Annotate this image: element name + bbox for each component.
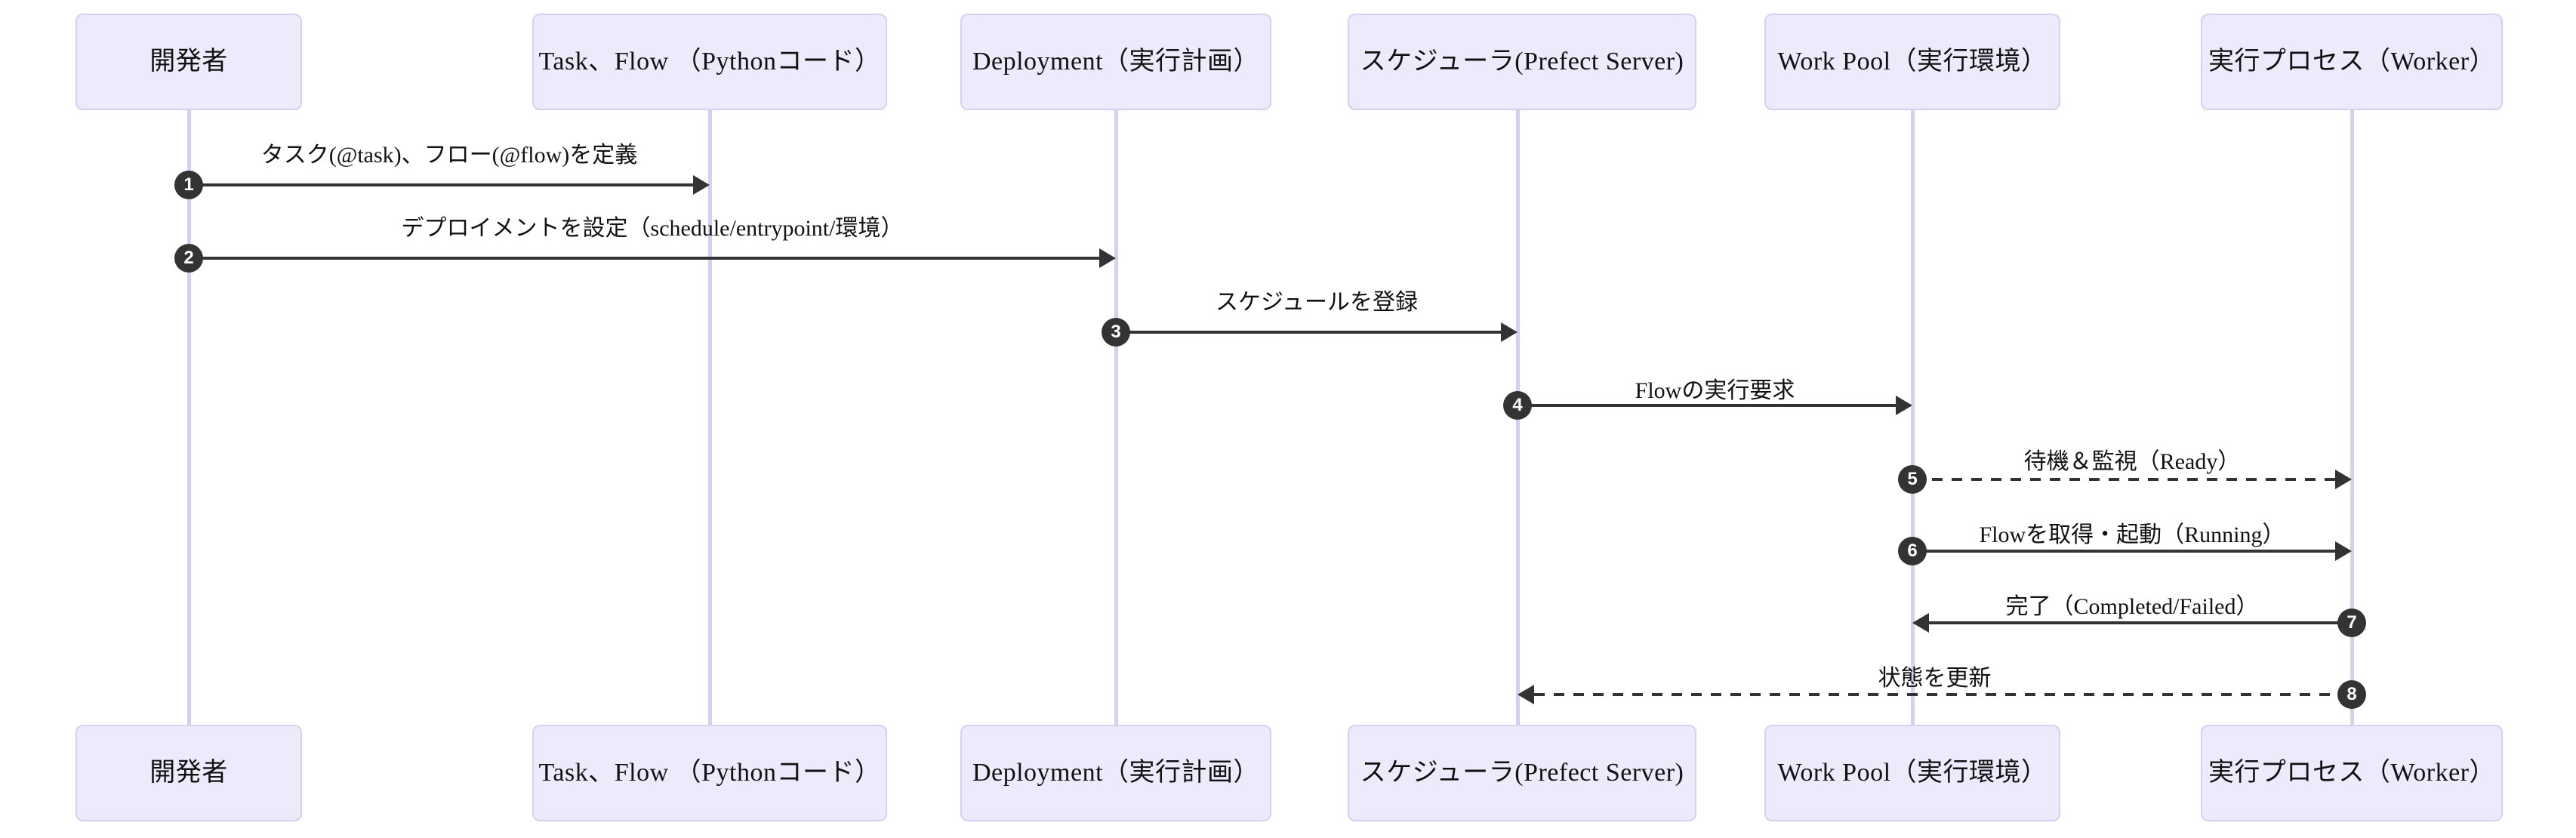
participant-label: Work Pool（実行環境） xyxy=(1777,47,2048,75)
participant-bottom-workpool[interactable]: Work Pool（実行環境） xyxy=(1764,725,2060,821)
participant-bottom-dev[interactable]: 開発者 xyxy=(75,725,302,821)
message-label-8: 状態を更新 xyxy=(1878,666,1992,691)
message-label-7: 完了（Completed/Failed） xyxy=(2005,594,2259,619)
participant-label: Deployment（実行計画） xyxy=(972,47,1260,75)
message-line-8 xyxy=(1534,693,2352,696)
message-label-4: Flowの実行要求 xyxy=(1635,378,1795,403)
message-arrowhead-5 xyxy=(2335,470,2352,489)
sequence-badge-4: 4 xyxy=(1503,391,1532,420)
participant-bottom-worker[interactable]: 実行プロセス（Worker） xyxy=(2201,725,2503,821)
message-arrowhead-4 xyxy=(1896,396,1912,415)
message-line-6 xyxy=(1912,550,2335,553)
participant-top-deployment[interactable]: Deployment（実行計画） xyxy=(960,14,1271,110)
message-line-2 xyxy=(189,257,1099,260)
message-line-5 xyxy=(1912,478,2335,481)
participant-label: Task、Flow （Pythonコード） xyxy=(538,758,881,787)
message-label-6: Flowを取得・起動（Running） xyxy=(1979,522,2285,547)
lifeline-dev xyxy=(187,110,191,725)
participant-label: スケジューラ(Prefect Server) xyxy=(1360,758,1684,787)
participant-bottom-scheduler[interactable]: スケジューラ(Prefect Server) xyxy=(1348,725,1696,821)
participant-label: 実行プロセス（Worker） xyxy=(2208,758,2496,787)
message-line-4 xyxy=(1518,404,1896,407)
participant-label: スケジューラ(Prefect Server) xyxy=(1360,47,1684,75)
message-arrowhead-8 xyxy=(1518,685,1534,704)
message-arrowhead-7 xyxy=(1912,613,1929,633)
participant-bottom-taskflow[interactable]: Task、Flow （Pythonコード） xyxy=(532,725,887,821)
lifeline-deployment xyxy=(1114,110,1118,725)
lifeline-worker xyxy=(2350,110,2354,725)
sequence-badge-6: 6 xyxy=(1898,537,1927,565)
participant-label: Work Pool（実行環境） xyxy=(1777,758,2048,787)
message-arrowhead-1 xyxy=(693,175,710,195)
lifeline-taskflow xyxy=(708,110,712,725)
participant-label: 開発者 xyxy=(149,47,228,75)
participant-label: Deployment（実行計画） xyxy=(972,758,1260,787)
sequence-badge-3: 3 xyxy=(1102,318,1130,347)
message-line-7 xyxy=(1929,621,2352,624)
sequence-badge-8: 8 xyxy=(2337,680,2366,709)
message-label-2: デプロイメントを設定（schedule/entrypoint/環境） xyxy=(401,216,904,241)
sequence-badge-5: 5 xyxy=(1898,465,1927,494)
message-label-1: タスク(@task)、フロー(@flow)を定義 xyxy=(260,143,638,168)
participant-top-dev[interactable]: 開発者 xyxy=(75,14,302,110)
participant-label: 実行プロセス（Worker） xyxy=(2208,47,2496,75)
participant-top-scheduler[interactable]: スケジューラ(Prefect Server) xyxy=(1348,14,1696,110)
message-arrowhead-6 xyxy=(2335,541,2352,561)
participant-bottom-deployment[interactable]: Deployment（実行計画） xyxy=(960,725,1271,821)
participant-label: 開発者 xyxy=(149,758,228,787)
message-arrowhead-2 xyxy=(1099,248,1116,268)
participant-top-workpool[interactable]: Work Pool（実行環境） xyxy=(1764,14,2060,110)
message-line-1 xyxy=(189,183,693,186)
participant-label: Task、Flow （Pythonコード） xyxy=(538,47,881,75)
sequence-badge-1: 1 xyxy=(174,171,203,199)
message-line-3 xyxy=(1116,331,1501,334)
message-label-3: スケジュールを登録 xyxy=(1216,290,1418,315)
message-label-5: 待機＆監視（Ready） xyxy=(2023,449,2241,474)
lifeline-workpool xyxy=(1911,110,1915,725)
message-arrowhead-3 xyxy=(1501,322,1518,342)
sequence-badge-7: 7 xyxy=(2337,608,2366,637)
sequence-badge-2: 2 xyxy=(174,244,203,273)
participant-top-taskflow[interactable]: Task、Flow （Pythonコード） xyxy=(532,14,887,110)
participant-top-worker[interactable]: 実行プロセス（Worker） xyxy=(2201,14,2503,110)
